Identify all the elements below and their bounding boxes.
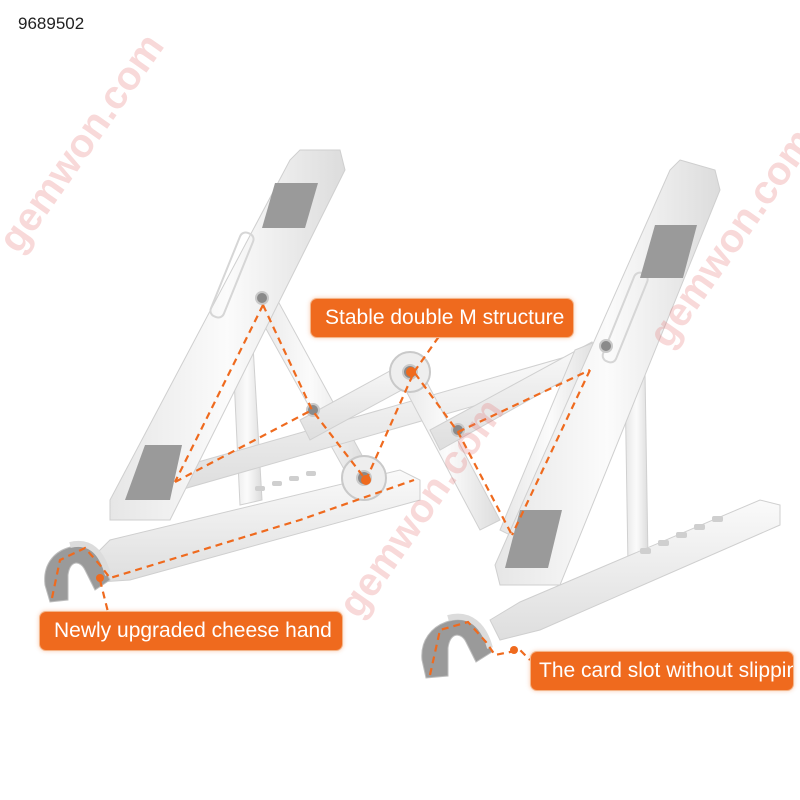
top-pad-right: [640, 225, 697, 278]
right-base-bar: [489, 499, 781, 641]
left-front-arm: [109, 149, 346, 521]
left-base-bar: [89, 469, 421, 583]
product-id: 9689502: [18, 14, 85, 33]
callout-stable-structure: Stable double M structure: [311, 299, 573, 337]
structure-dashed-outline: [50, 304, 591, 676]
callout-cheese-hand: Newly upgraded cheese hand: [40, 612, 342, 650]
bottom-pad-right: [505, 510, 562, 568]
top-pad-left: [262, 183, 318, 228]
right-front-arm: [494, 159, 721, 586]
callout-card-slot: The card slot without slipping: [531, 652, 793, 690]
front-hook-left: [44, 540, 111, 603]
callout-dots: [96, 367, 518, 654]
bottom-pad-left: [125, 445, 182, 500]
